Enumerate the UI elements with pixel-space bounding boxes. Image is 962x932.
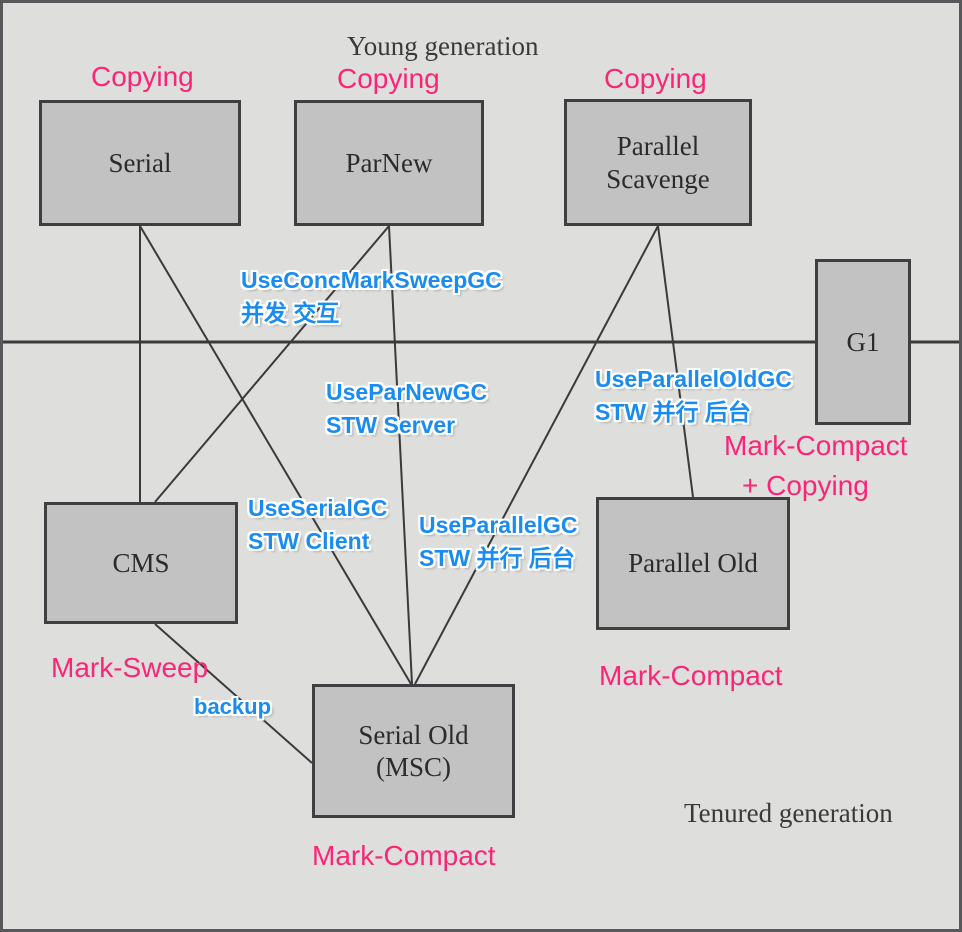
collector-label-line: ParNew [345, 147, 433, 178]
flag-label-line: 并发 交互 [241, 299, 340, 326]
flag-label-line: UseParallelOldGC [595, 366, 792, 392]
collector-label: Serial Old (MSC) [358, 719, 468, 784]
collector-box-g1[interactable]: G1 [815, 259, 911, 425]
algorithm-label-mark-sweep-cms: Mark-Sweep [51, 648, 208, 688]
flag-label-backup: backup [194, 691, 271, 722]
connector-parallel-scavenge-to-parallel-old [657, 225, 694, 498]
flag-label-use-parallel-gc: UseParallelGC STW 并行 后台 [419, 509, 578, 574]
collector-label-line: Scavenge [606, 163, 710, 194]
algorithm-label-copying-serial: Copying [91, 57, 194, 97]
flag-label-line: STW 并行 后台 [595, 398, 751, 425]
collector-box-serial[interactable]: Serial [39, 100, 241, 226]
algorithm-label-line: Copying [337, 63, 440, 94]
collector-label-line: Parallel Old [628, 548, 758, 579]
flag-label-line: backup [194, 694, 272, 719]
algorithm-label-mark-compact-plus-copying: Mark-Compact + Copying [724, 426, 908, 506]
flag-label-use-serial-gc: UseSerialGC STW Client [248, 492, 387, 557]
algorithm-label-line: Copying [604, 63, 707, 94]
flag-label-line: UseParallelGC [419, 512, 578, 538]
algorithm-label-copying-parnew: Copying [337, 59, 440, 99]
algorithm-label-mark-compact-parallel-old: Mark-Compact [599, 656, 783, 696]
algorithm-label-line: Mark-Compact [312, 840, 496, 871]
flag-label-use-conc-mark-sweep-gc: UseConcMarkSweepGC 并发 交互 [241, 264, 502, 329]
algorithm-label-line: Mark-Sweep [51, 652, 209, 683]
algorithm-label-copying-parallel-scavenge: Copying [604, 59, 707, 99]
collector-label: Serial [109, 147, 172, 179]
collector-box-parallel-scavenge[interactable]: Parallel Scavenge [564, 99, 752, 226]
collector-label-line: Parallel [616, 131, 700, 162]
young-generation-title: Young generation [347, 31, 539, 61]
collector-box-serial-old[interactable]: Serial Old (MSC) [312, 684, 515, 818]
algorithm-label-line: + Copying [742, 469, 869, 501]
flag-label-line: UseSerialGC [248, 495, 388, 521]
flag-label-use-par-new-gc: UseParNewGC STW Server [326, 376, 487, 441]
collector-label-line: G1 [846, 326, 880, 357]
collector-label: CMS [112, 547, 169, 579]
collector-label-line: Serial [108, 147, 172, 178]
tenured-generation-title: Tenured generation [684, 798, 893, 828]
flag-label-use-parallel-old-gc: UseParallelOldGC STW 并行 后台 [595, 363, 792, 428]
collector-label: Parallel Scavenge [606, 130, 709, 195]
algorithm-label-line: Copying [91, 61, 194, 92]
collector-label: ParNew [346, 147, 433, 179]
collector-box-parnew[interactable]: ParNew [294, 100, 484, 226]
collector-label-line: (MSC) [375, 752, 451, 782]
collector-box-cms[interactable]: CMS [44, 502, 238, 624]
collector-label-line: CMS [112, 547, 170, 578]
flag-label-line: UseConcMarkSweepGC [241, 267, 502, 293]
collector-label: Parallel Old [628, 547, 758, 579]
algorithm-label-mark-compact-serial-old: Mark-Compact [312, 836, 496, 876]
flag-label-line: STW Server [326, 411, 456, 438]
flag-label-line: STW Client [248, 527, 370, 554]
collector-label: G1 [847, 326, 880, 358]
flag-label-line: UseParNewGC [326, 379, 488, 405]
algorithm-label-line: Mark-Compact [724, 430, 908, 461]
algorithm-label-line: Mark-Compact [599, 660, 783, 691]
collector-box-parallel-old[interactable]: Parallel Old [596, 497, 790, 630]
flag-label-line: STW 并行 后台 [419, 544, 575, 571]
collector-label-line: Serial Old [358, 719, 469, 750]
